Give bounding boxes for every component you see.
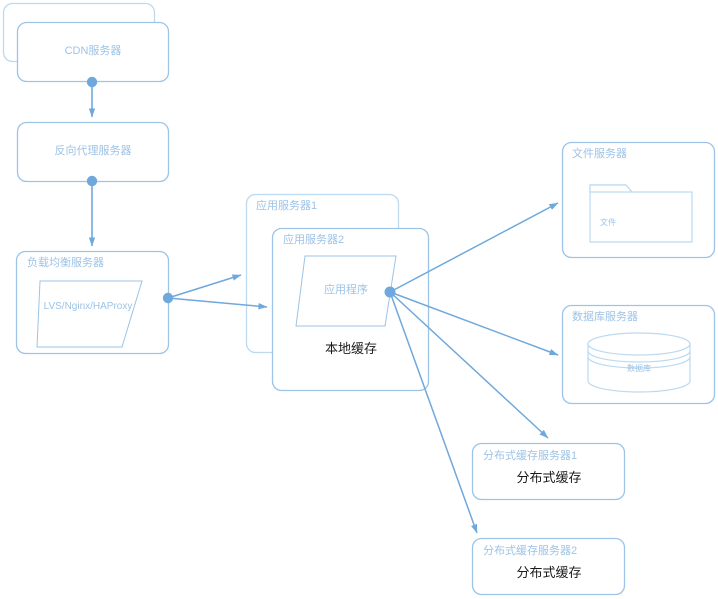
edge-app-to-dist-cache-1	[389, 291, 549, 439]
app-server-inner-parallelogram	[295, 255, 397, 327]
node-reverse-proxy[interactable]	[16, 121, 170, 183]
edge-source-dot-reverse-proxy	[86, 175, 98, 187]
edge-load-balancer-to-app-server-2	[167, 297, 268, 310]
edge-source-dot-load-balancer	[162, 292, 174, 304]
edge-source-dot-cdn	[86, 76, 98, 88]
edge-app-to-database-server	[389, 291, 559, 356]
edge-app-to-file-server	[389, 202, 559, 293]
folder-icon	[589, 184, 693, 243]
node-dist-cache-2[interactable]	[471, 537, 626, 596]
edge-source-dot-app-server	[384, 286, 396, 298]
node-cdn[interactable]	[16, 21, 170, 83]
folder-icon-tab	[589, 184, 634, 193]
edge-load-balancer-to-app-server-1	[167, 274, 242, 299]
cylinder-icon	[587, 332, 691, 393]
edge-app-to-dist-cache-2	[389, 291, 478, 534]
load-balancer-inner-parallelogram	[36, 280, 143, 348]
node-dist-cache-1[interactable]	[471, 442, 626, 501]
